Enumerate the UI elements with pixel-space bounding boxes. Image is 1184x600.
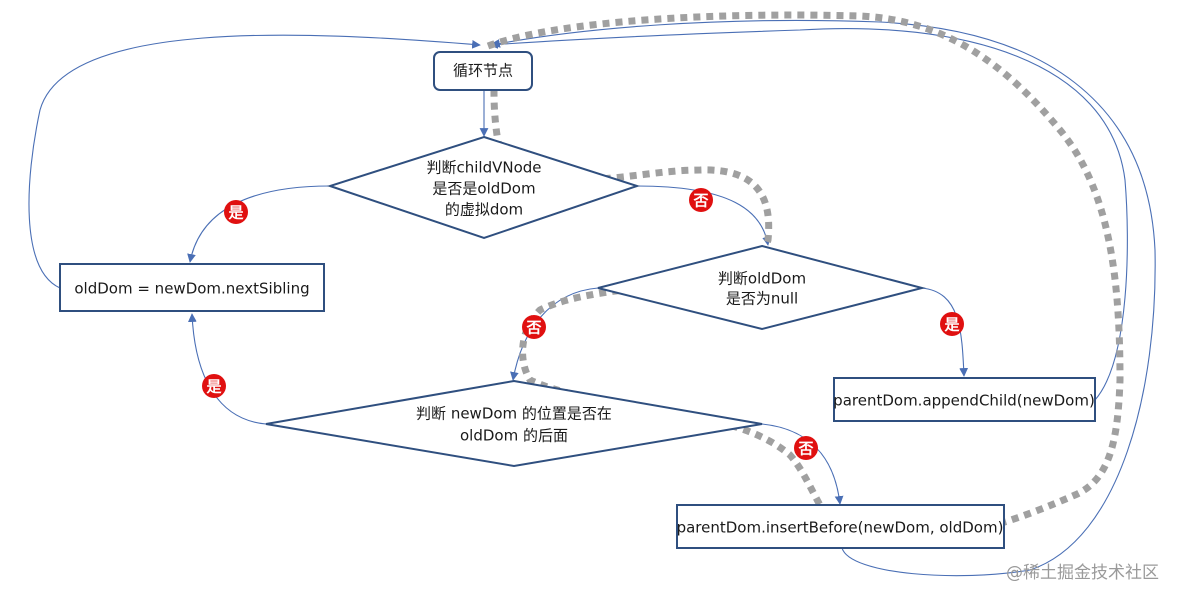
badge-yes-position-text: 是 bbox=[205, 378, 222, 396]
badge-no-position-text: 否 bbox=[797, 440, 813, 458]
badge-no-position-circle bbox=[794, 436, 818, 460]
node-loop-shape bbox=[433, 51, 533, 91]
badge-yes-position-circle bbox=[202, 374, 226, 398]
node-check-child-shape bbox=[326, 135, 641, 240]
node-check-null-shape bbox=[597, 244, 926, 331]
node-insert-before: parentDom.insertBefore(newDom, oldDom) bbox=[676, 504, 1005, 549]
badge-no-null-text: 否 bbox=[525, 319, 541, 337]
badge-yes-null-text: 是 bbox=[943, 316, 960, 334]
node-insert-before-label: parentDom.insertBefore(newDom, oldDom) bbox=[677, 519, 1004, 537]
badge-no-child-circle bbox=[689, 188, 713, 212]
connector-child-no bbox=[636, 185, 771, 246]
badge-yes-child-text: 是 bbox=[227, 204, 244, 222]
badge-no-child-text: 否 bbox=[692, 192, 708, 210]
badge-yes-position: 是 bbox=[202, 374, 226, 398]
node-check-null-line-2: 是否为null bbox=[726, 290, 798, 308]
badge-yes-child-circle bbox=[224, 200, 248, 224]
node-append-child-label: parentDom.appendChild(newDom) bbox=[833, 392, 1095, 410]
node-check-position-line-2: oldDom 的后面 bbox=[460, 427, 568, 445]
connector-position-yes bbox=[187, 313, 267, 425]
watermark: @稀土掘金技术社区 bbox=[1006, 563, 1159, 583]
node-check-position: 判断 newDom 的位置是否在 oldDom 的后面 bbox=[265, 379, 763, 468]
node-check-position-line-1: 判断 newDom 的位置是否在 bbox=[416, 405, 612, 423]
node-insert-before-shape bbox=[676, 504, 1005, 549]
node-check-child-line-3: 的虚拟dom bbox=[445, 201, 523, 219]
highlighted-path bbox=[486, 11, 1124, 549]
badge-no-null-circle bbox=[522, 315, 546, 339]
connector-position-no bbox=[761, 423, 844, 505]
node-loop-label: 循环节点 bbox=[453, 62, 513, 80]
badge-no-null: 否 bbox=[522, 315, 546, 339]
node-check-child-line-2: 是否是oldDom bbox=[432, 180, 535, 198]
node-loop: 循环节点 bbox=[433, 51, 533, 91]
node-append-child: parentDom.appendChild(newDom) bbox=[833, 377, 1096, 422]
connector-child-yes bbox=[187, 185, 331, 263]
badge-yes-null: 是 bbox=[940, 312, 964, 336]
badge-no-position: 否 bbox=[794, 436, 818, 460]
badge-yes-null-circle bbox=[940, 312, 964, 336]
connector-set-to-loop bbox=[28, 34, 481, 289]
badge-yes-child: 是 bbox=[224, 200, 248, 224]
node-set-old-dom-label: oldDom = newDom.nextSibling bbox=[74, 280, 309, 298]
node-check-child-line-1: 判断childVNode bbox=[426, 159, 541, 177]
node-check-child: 判断childVNode 是否是oldDom 的虚拟dom bbox=[326, 135, 641, 240]
node-check-null-line-1: 判断oldDom bbox=[718, 270, 806, 288]
connector-append-to-loop bbox=[489, 27, 1128, 401]
node-check-null: 判断oldDom 是否为null bbox=[597, 244, 926, 331]
node-set-old-dom-shape bbox=[59, 263, 325, 312]
node-append-child-shape bbox=[833, 377, 1096, 422]
connector-null-no bbox=[510, 287, 599, 381]
node-set-old-dom: oldDom = newDom.nextSibling bbox=[59, 263, 325, 312]
badge-no-child: 否 bbox=[689, 188, 713, 212]
connector-insert-to-loop bbox=[491, 19, 1156, 577]
node-check-position-shape bbox=[265, 379, 763, 468]
